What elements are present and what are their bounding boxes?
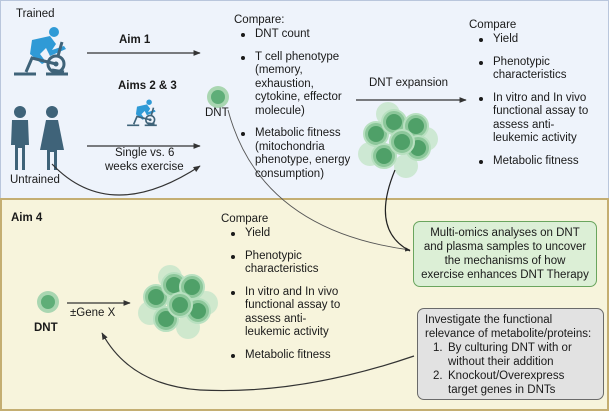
cluster-to-omics-connector [384,169,411,252]
trained-label: Trained [16,8,55,20]
omics-box-line: exercise enhances DNT Therapy [421,269,589,281]
gene-x-label: ±Gene X [70,307,116,319]
dnt-cell-icon [207,86,229,108]
dnt-to-omics-connector [227,109,411,252]
compare1-item-line: phenotype, energy [255,154,351,166]
dnt-label: DNT [205,107,229,119]
investigate-step: 2. Knockout/Overexpress target genes in DN… [425,369,603,397]
compare1-list: DNT count T cell phenotype(memory,exhaust… [234,28,350,190]
aim4-expanded-cluster-icon [138,265,218,339]
aim4-compare-item-line: assess anti- [245,312,307,325]
compare1-item-line: T cell phenotype [255,50,340,63]
top-panel-exercise-aims [0,0,609,199]
exercise-label-line2: weeks exercise [105,161,184,173]
omics-box-line: and plasma samples to uncover [423,241,587,253]
aim4-dnt-cell-icon [37,291,59,313]
compare1-item-line: exhaustion, [255,77,314,90]
compare1-item-line: molecule) [255,104,305,117]
step-number: 2. [433,370,443,382]
compare2-heading: Compare [469,19,517,31]
aim4-compare-item-line: In vitro and In vivo [245,285,339,298]
dnt-expansion-label: DNT expansion [369,77,449,89]
aim4-compare-item-line: Metabolic fitness [245,348,331,361]
compare2-item-line: assess anti- [493,118,555,131]
compare1-item-line: Metabolic fitness [255,127,341,139]
compare1-item-line: consumption) [255,167,325,180]
omics-box-line: the mechanisms of how [444,255,566,267]
compare1-item-line: (mitochondria [255,140,325,153]
expanded-dnt-cluster-icon [358,102,438,178]
compare2-item-line: Phenotypic [493,55,550,68]
compare1-item-line: cytokine, effector [255,91,342,103]
compare2-item: Metabolic fitness [472,155,588,169]
untrained-label: Untrained [10,174,60,186]
compare2-item-line: Metabolic fitness [493,154,579,167]
aim4-label: Aim 4 [11,212,43,224]
omics-box-line: Multi-omics analyses on DNT [430,227,580,239]
aim4-compare-item-line: functional assay to [245,299,341,311]
step-line: By culturing DNT with or [448,342,572,354]
aim4-compare-item: Metabolic fitness [224,349,340,363]
compare2-item-line: characteristics [493,69,567,81]
investigate-box: Investigate the functional relevance of m… [417,308,604,400]
exercise-label-line1: Single vs. 6 [115,147,175,159]
untrained-people-icon [11,106,64,170]
trained-cyclist-icon [14,27,68,76]
untrained-curved-arrow [51,163,201,196]
investigate-intro-line: Investigate the functional [425,314,553,326]
aim4-compare-heading: Compare [221,213,269,225]
aim4-compare-item-line: leukemic activity [245,326,329,338]
step-line: without their addition [448,356,554,368]
aim4-compare-item-line: characteristics [245,263,319,275]
aims23-label: Aims 2 & 3 [118,80,177,92]
aim4-compare-item-line: Phenotypic [245,249,302,262]
step-line: Knockout/Overexpress [448,370,565,382]
investigate-step: 1. By culturing DNT with or without their … [425,341,603,369]
feedback-arrow [101,332,415,392]
investigate-steps: 1. By culturing DNT with or without their … [425,341,603,397]
compare2-item-line: In vitro and In vivo [493,91,587,104]
compare2-item-line: Yield [493,33,519,45]
investigate-intro: Investigate the functional relevance of m… [425,313,603,341]
compare1-item: T cell phenotype(memory,exhaustion,cytok… [234,51,350,119]
compare1-item-line: DNT count [255,28,310,40]
exercise-cyclist-icon [127,99,157,127]
compare1-item: DNT count [234,28,350,42]
compare2-item-line: functional assay to [493,105,589,117]
step-line: target genes in DNTs [448,384,556,396]
aim4-compare-item: Yield [224,227,340,241]
compare2-item-line: leukemic activity [493,132,577,144]
compare1-heading: Compare: [234,14,285,26]
aim4-compare-item-line: Yield [245,227,271,239]
multi-omics-box: Multi-omics analyses on DNT and plasma sa… [413,221,597,287]
investigate-intro-line: relevance of metabolite/proteins: [425,328,592,340]
aim1-label: Aim 1 [119,34,151,46]
compare1-item-line: (memory, [255,64,303,76]
aim4-dnt-label: DNT [34,322,58,334]
compare2-item: Yield [472,33,588,47]
step-number: 1. [433,342,443,354]
